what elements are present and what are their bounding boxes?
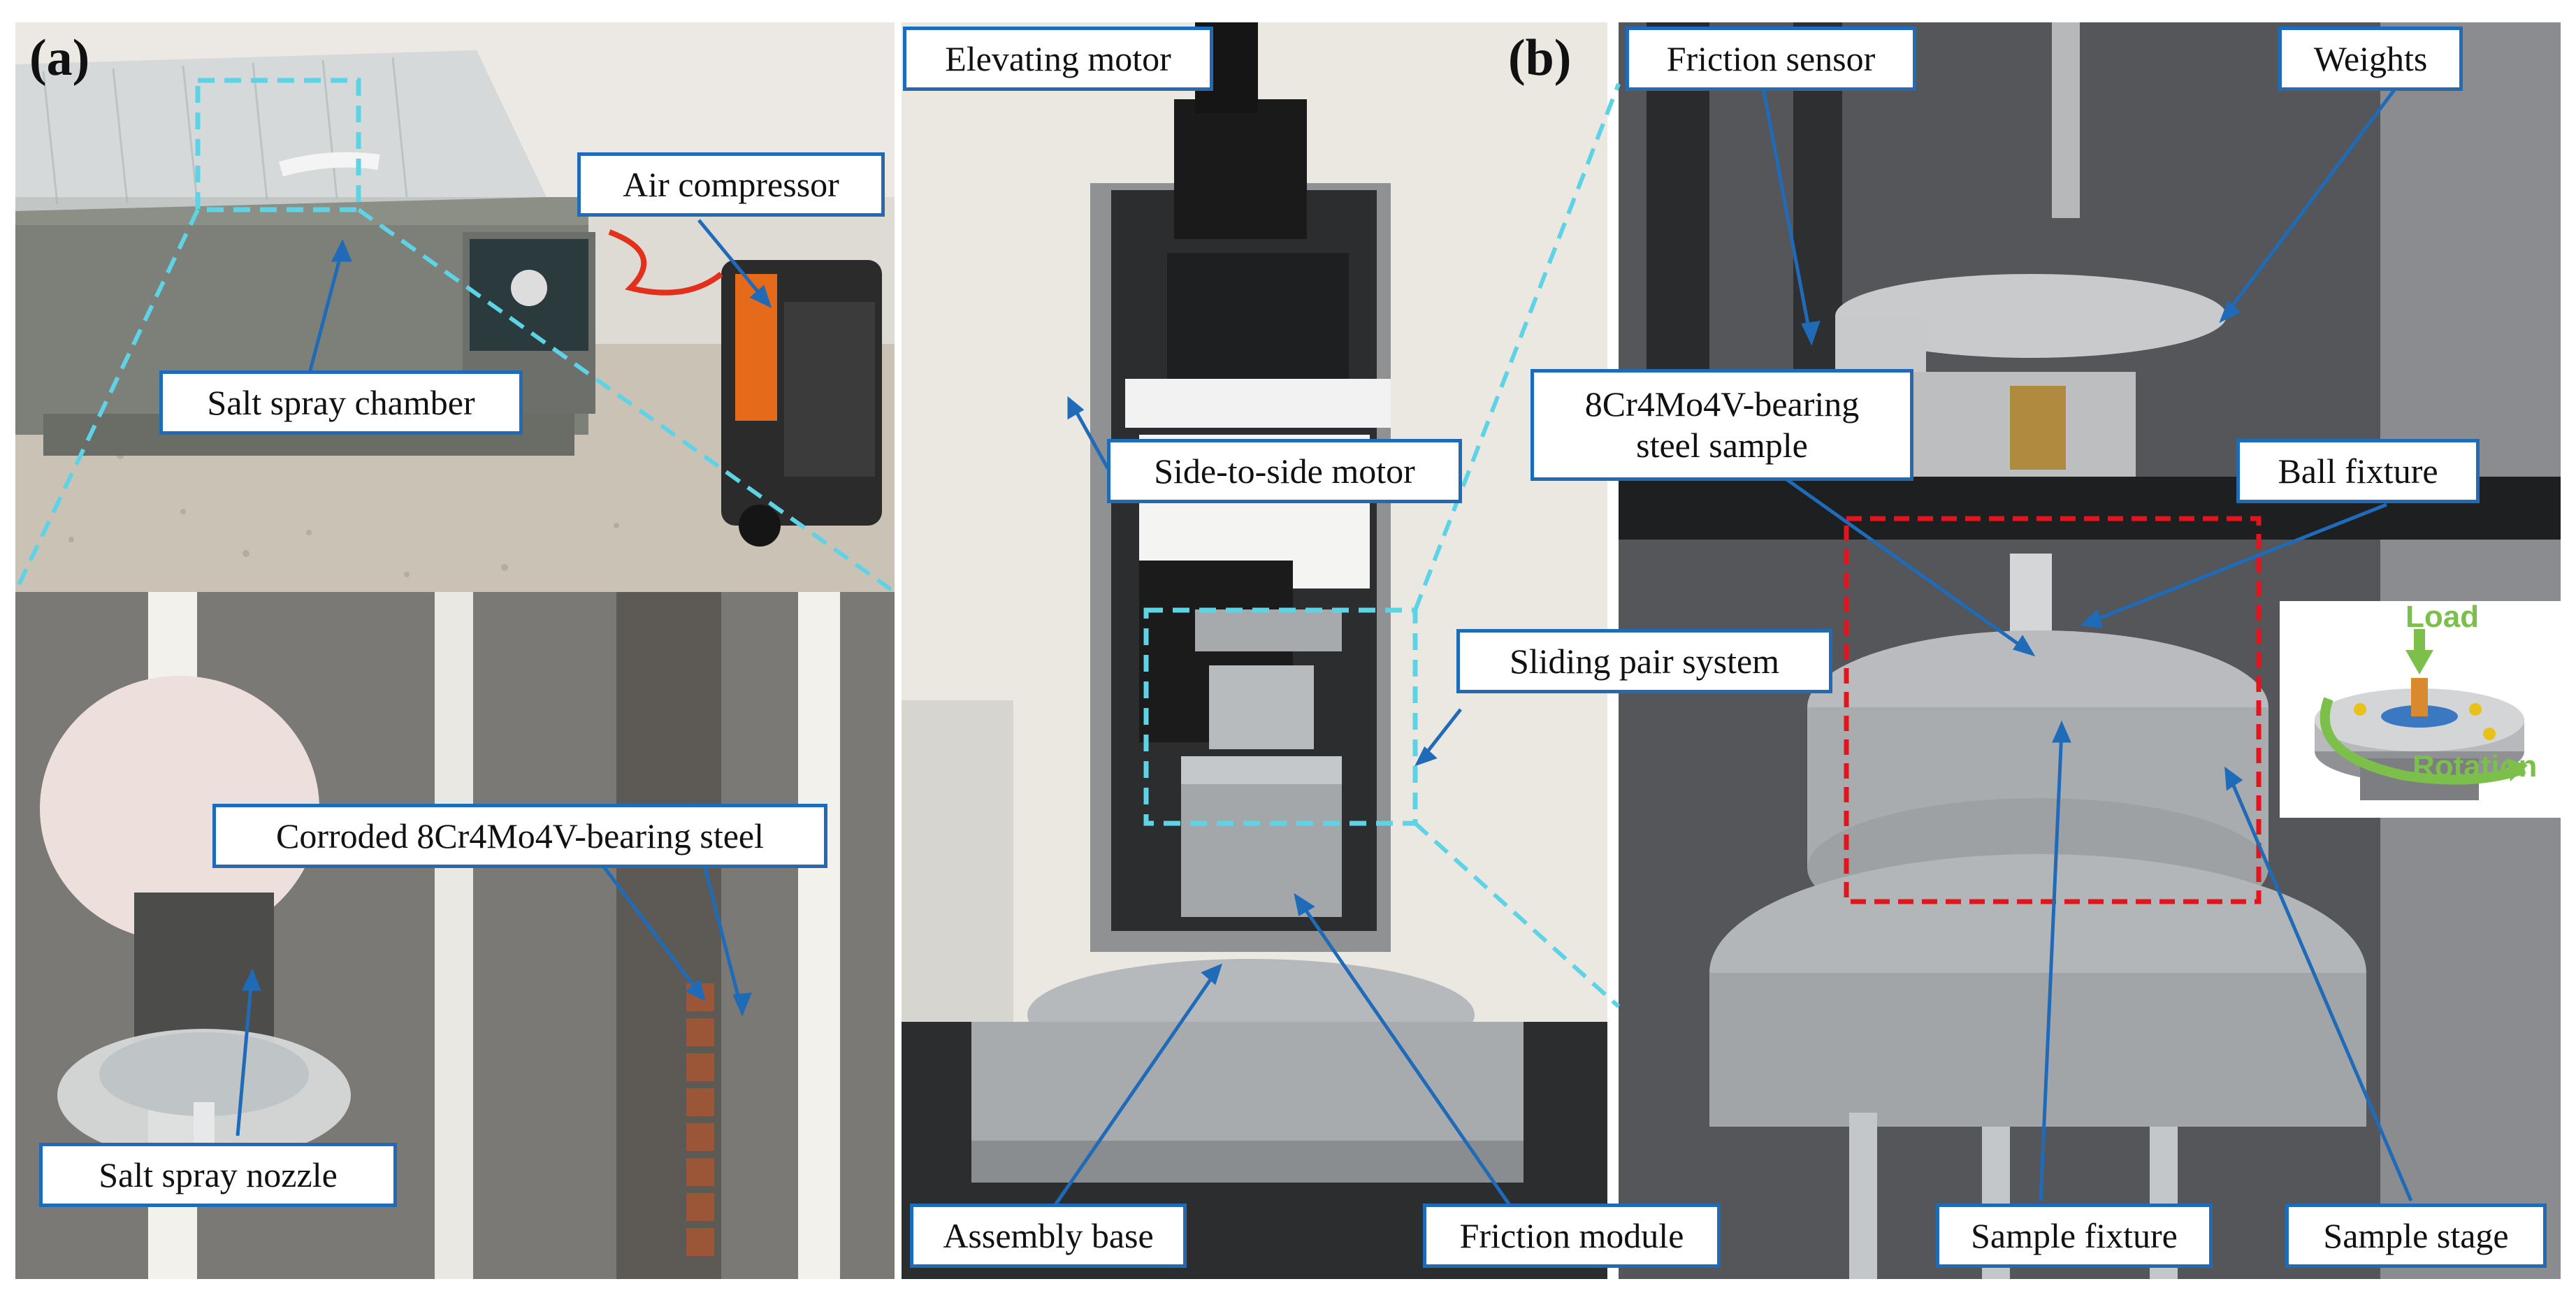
- label-ball-fixture: Ball fixture: [2236, 439, 2480, 503]
- steel-sample-line-1: 8Cr4Mo4V-bearing: [1584, 384, 1860, 424]
- label-side-to-side-motor: Side-to-side motor: [1107, 439, 1462, 503]
- label-friction-sensor: Friction sensor: [1626, 27, 1916, 91]
- label-elevating-motor: Elevating motor: [903, 27, 1213, 91]
- panel-label-b: (b): [1508, 29, 1572, 87]
- load-label: Load: [2405, 600, 2480, 634]
- label-weights: Weights: [2278, 27, 2463, 91]
- rotation-label: Rotation: [2412, 749, 2538, 783]
- label-sliding-pair-system: Sliding pair system: [1456, 629, 1832, 693]
- label-salt-spray-nozzle: Salt spray nozzle: [39, 1143, 397, 1207]
- panel-label-a: (a): [29, 29, 90, 87]
- label-friction-module: Friction module: [1423, 1204, 1721, 1268]
- salt-spray-chamber-photo: [15, 22, 895, 592]
- label-sample-fixture: Sample fixture: [1936, 1204, 2213, 1268]
- label-steel-sample: 8Cr4Mo4V-bearing steel sample: [1531, 369, 1913, 481]
- label-salt-spray-chamber: Salt spray chamber: [159, 370, 523, 435]
- label-sample-stage: Sample stage: [2285, 1204, 2547, 1268]
- label-corroded-steel: Corroded 8Cr4Mo4V-bearing steel: [212, 804, 827, 868]
- label-air-compressor: Air compressor: [577, 152, 885, 217]
- load-rotation-schematic: Load Rotation: [2280, 600, 2561, 818]
- label-assembly-base: Assembly base: [910, 1204, 1187, 1268]
- steel-sample-line-2: steel sample: [1636, 426, 1808, 465]
